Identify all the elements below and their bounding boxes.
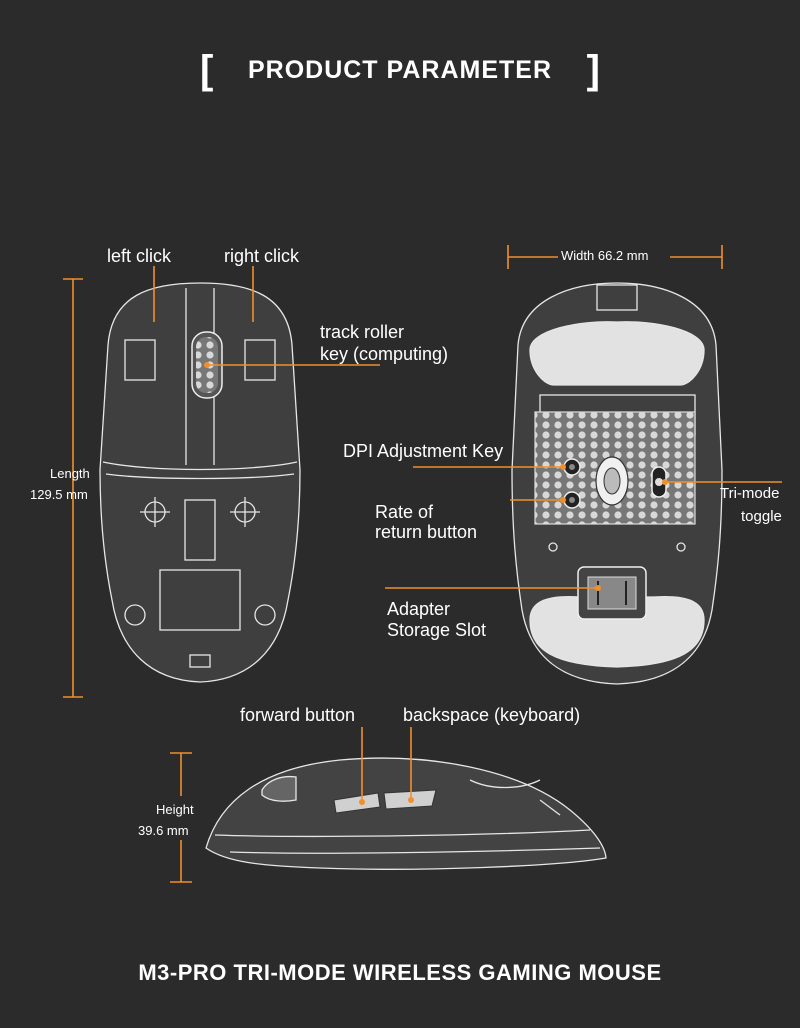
dpi-key-label: DPI Adjustment Key: [343, 441, 504, 461]
adapter-slot-label-line1: Adapter: [387, 599, 451, 619]
title-bracket-left: [: [200, 48, 214, 92]
length-value: 129.5 mm: [30, 487, 88, 502]
left-click-label: left click: [107, 246, 172, 266]
height-dimension: [170, 752, 192, 883]
adapter-slot-icon: [577, 566, 647, 620]
rate-button-label-line1: Rate of: [375, 502, 434, 522]
rate-button-label-line2: return button: [375, 522, 478, 542]
side-buttons-icon: [333, 789, 437, 814]
track-roller-label-line1: track roller: [320, 322, 405, 342]
height-value: 39.6 mm: [138, 823, 189, 838]
trimode-label-line1: Tri-mode: [720, 485, 780, 502]
width-label: Width 66.2 mm: [561, 248, 649, 263]
sensor-plate: [534, 411, 696, 525]
length-label: Length: [50, 466, 90, 481]
adapter-slot-label-line2: Storage Slot: [387, 620, 487, 640]
product-name: M3-PRO TRI-MODE WIRELESS GAMING MOUSE: [138, 960, 662, 985]
header: [ PRODUCT PARAMETER ]: [200, 48, 600, 94]
page-title: PRODUCT PARAMETER: [247, 56, 553, 84]
side-view-mouse: [205, 757, 607, 870]
backspace-button-label: backspace (keyboard): [403, 705, 581, 725]
height-label: Height: [156, 802, 194, 817]
width-dimension: [507, 245, 723, 269]
right-click-label: right click: [224, 246, 300, 266]
length-dimension: [63, 278, 83, 698]
forward-button-label: forward button: [240, 705, 356, 725]
track-roller-label-line2: key (computing): [320, 344, 449, 364]
trimode-label-line2: toggle: [741, 508, 782, 525]
title-bracket-right: ]: [586, 48, 600, 92]
dpi-button-icon: [563, 458, 581, 476]
rate-button-icon: [563, 491, 581, 509]
